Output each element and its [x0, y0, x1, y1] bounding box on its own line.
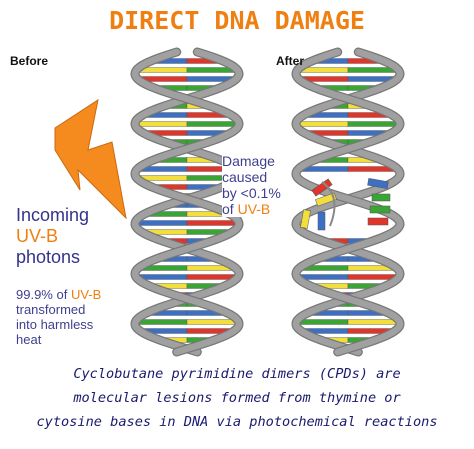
base-segment [186, 319, 237, 325]
damage-line-3: by <0.1% [222, 185, 281, 201]
absorbed-line-3: into harmless [16, 317, 94, 332]
base-segment [347, 319, 398, 325]
damaged-base [315, 192, 337, 207]
damage-line-1: Damage [222, 153, 275, 169]
damage-of: of [222, 201, 238, 217]
dna-helix-after [291, 47, 405, 357]
damaged-base [367, 217, 389, 226]
incoming-line-1: Incoming [16, 205, 90, 225]
base-segment [186, 121, 238, 127]
incoming-uvb-label: Incoming UV-B photons [16, 205, 89, 268]
caption-line-2: molecular lesions formed from thymine or [73, 390, 401, 406]
base-segment [186, 274, 237, 280]
base-segment [298, 274, 349, 280]
caption-line-3: cytosine bases in DNA via photochemical … [36, 414, 438, 430]
absorbed-line-1: 99.9% of UV-B [16, 287, 101, 302]
absorbed-line-4: heat [16, 332, 42, 347]
before-label: Before [10, 54, 49, 68]
strand-a [131, 48, 243, 356]
incoming-line-2: UV-B [16, 226, 59, 246]
damage-line-2: caused [222, 169, 268, 185]
damaged-base [367, 178, 389, 189]
absorbed-uvb-note: 99.9% of UV-B transformed into harmless … [16, 287, 101, 347]
base-segment [297, 121, 349, 127]
damaged-base [300, 209, 311, 229]
caption-line-1: Cyclobutane pyrimidine dimers (CPDs) are [73, 366, 401, 382]
caption: Cyclobutane pyrimidine dimers (CPDs) are… [0, 362, 474, 434]
strand-b [131, 48, 243, 356]
damaged-base [311, 178, 333, 197]
base-segment [298, 319, 349, 325]
lightning-bolt-icon [54, 98, 127, 220]
damage-line-4: of UV-B [222, 201, 281, 217]
damaged-base [317, 211, 326, 231]
damaged-base [369, 205, 391, 214]
base-segment [137, 319, 188, 325]
base-segment [136, 220, 188, 226]
base-segment [347, 121, 399, 127]
diagram-title: DIRECT DNA DAMAGE [109, 6, 365, 35]
damage-note: Damage caused by <0.1% of UV-B [222, 153, 281, 217]
dimer-bond [321, 181, 336, 227]
base-segment [347, 274, 398, 280]
base-segment [186, 220, 238, 226]
absorbed-percent: 99.9% of [16, 287, 71, 302]
bolt-shape [54, 98, 127, 220]
absorbed-uvb: UV-B [70, 287, 102, 302]
strand-b [292, 48, 404, 356]
damage-uvb: UV-B [237, 201, 271, 217]
after-label: After [276, 54, 305, 68]
damaged-base [371, 193, 391, 202]
strand-a [292, 48, 404, 356]
base-segment [136, 121, 188, 127]
base-segment [137, 274, 188, 280]
dna-helix-before [130, 47, 244, 357]
absorbed-line-2: transformed [16, 302, 86, 317]
incoming-line-3: photons [16, 247, 81, 267]
